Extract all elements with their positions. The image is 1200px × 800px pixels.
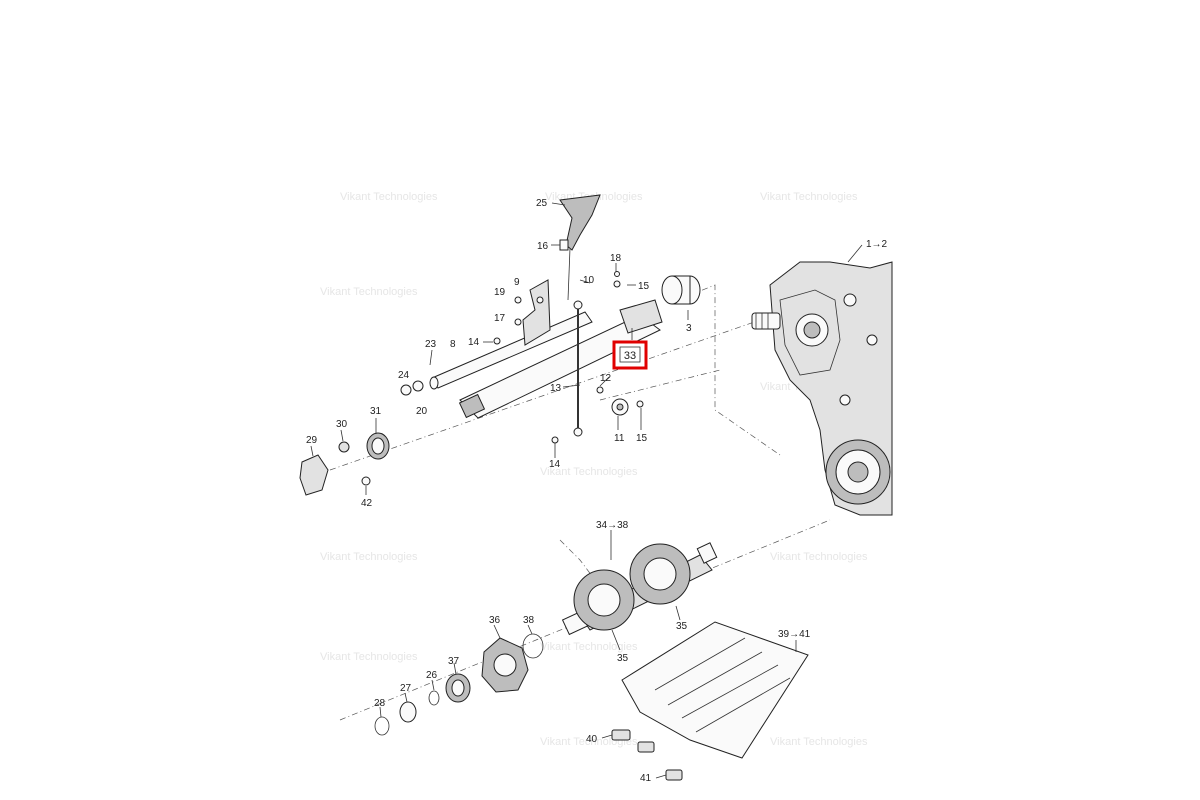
callout-20: 20 xyxy=(416,406,428,417)
callout-39-41: 39→41 xyxy=(778,629,811,640)
callout-16: 16 xyxy=(537,241,549,252)
callout-34-38: 34→38 xyxy=(596,520,629,531)
gearcase-housing xyxy=(751,261,893,516)
callout-box xyxy=(619,346,641,363)
callout-15a: 15 xyxy=(638,281,650,292)
callout-33: 33 xyxy=(624,350,636,362)
callout-13: 13 xyxy=(550,383,562,394)
link-rod xyxy=(573,300,583,437)
callout-41: 41 xyxy=(640,773,652,784)
highlight-box xyxy=(612,340,648,370)
callout-12: 12 xyxy=(600,373,612,384)
callout-18: 18 xyxy=(610,253,622,264)
axle-end-components xyxy=(374,633,544,736)
callout-35a: 35 xyxy=(676,621,688,632)
callout-10: 10 xyxy=(583,275,595,286)
watermark-text: Vikant Technologies xyxy=(340,191,438,203)
slide-plate xyxy=(611,621,809,781)
callout-14b: 14 xyxy=(549,459,561,470)
watermark-text: Vikant Technologies xyxy=(760,191,858,203)
watermark-text: Vikant Technologies xyxy=(770,736,868,748)
bracket xyxy=(522,279,551,346)
callout-31: 31 xyxy=(370,406,382,417)
watermark-text: Vikant Technologies xyxy=(540,466,638,478)
drive-axle xyxy=(561,542,718,636)
callout-14a: 14 xyxy=(468,337,480,348)
shift-lever xyxy=(559,194,601,301)
callout-1-2: 1→2 xyxy=(866,239,888,250)
callouts: 25 16 18 10 15 9 19 17 14 23 8 3 1→2 24 … xyxy=(306,198,888,784)
callout-26: 26 xyxy=(426,670,438,681)
watermark-text: Vikant Technologies xyxy=(320,651,418,663)
highlighted-callout-33[interactable]: 33 xyxy=(612,340,648,370)
callout-42: 42 xyxy=(361,498,373,509)
watermark-text: Vikant Technologies xyxy=(320,551,418,563)
callout-27: 27 xyxy=(400,683,412,694)
watermark-text: Vikant Technologies xyxy=(770,551,868,563)
watermark-text: Vikant Technologies xyxy=(540,641,638,653)
callout-24: 24 xyxy=(398,370,410,381)
callout-28: 28 xyxy=(374,698,386,709)
callout-37: 37 xyxy=(448,656,460,667)
callout-17: 17 xyxy=(494,313,506,324)
callout-3: 3 xyxy=(686,323,692,334)
callout-30: 30 xyxy=(336,419,348,430)
callout-40: 40 xyxy=(586,734,598,745)
callout-36: 36 xyxy=(489,615,501,626)
callout-19: 19 xyxy=(494,287,506,298)
drive-shaft xyxy=(458,275,701,419)
hardware xyxy=(400,271,644,444)
callout-8: 8 xyxy=(450,339,456,350)
callout-23: 23 xyxy=(425,339,437,350)
callout-11: 11 xyxy=(614,433,625,444)
bushing-3 xyxy=(661,275,701,305)
leader-lines xyxy=(310,202,863,779)
callout-29: 29 xyxy=(306,435,318,446)
callout-35b: 35 xyxy=(617,653,629,664)
callout-9: 9 xyxy=(514,277,520,288)
callout-38: 38 xyxy=(523,615,535,626)
callout-15b: 15 xyxy=(636,433,648,444)
callout-25: 25 xyxy=(536,198,548,209)
watermark-text: Vikant Technologies xyxy=(320,286,418,298)
output-bearing-assembly xyxy=(299,432,390,496)
